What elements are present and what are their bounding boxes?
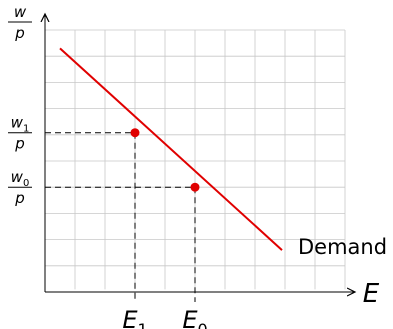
x-tick-label-0: E1 xyxy=(122,306,147,329)
y-tick-label-1-numerator: w0 xyxy=(11,168,30,189)
y-tick-label-0: w1p xyxy=(8,114,32,153)
equilibrium-point-0 xyxy=(130,128,140,138)
y-axis-label-denominator: p xyxy=(14,24,25,42)
x-tick-label-1: E0 xyxy=(182,306,207,329)
series-line-demand xyxy=(59,47,283,251)
y-tick-label-1-denominator: p xyxy=(14,189,25,207)
labels: E1w1pE0w0pDemandEwp xyxy=(8,3,387,329)
y-axis-label: wp xyxy=(8,3,32,42)
guide-lines xyxy=(45,132,196,302)
equilibrium-point-1 xyxy=(190,182,200,192)
y-tick-label-0-numerator: w1 xyxy=(11,114,30,135)
axes xyxy=(45,14,355,292)
y-axis-label-numerator: w xyxy=(14,3,27,21)
points-layer xyxy=(130,128,200,192)
x-axis-label: E xyxy=(363,279,380,309)
series-label-demand: Demand xyxy=(298,235,387,259)
y-tick-label-1: w0p xyxy=(8,168,32,207)
series-layer xyxy=(59,47,283,251)
y-tick-label-0-denominator: p xyxy=(14,135,25,153)
